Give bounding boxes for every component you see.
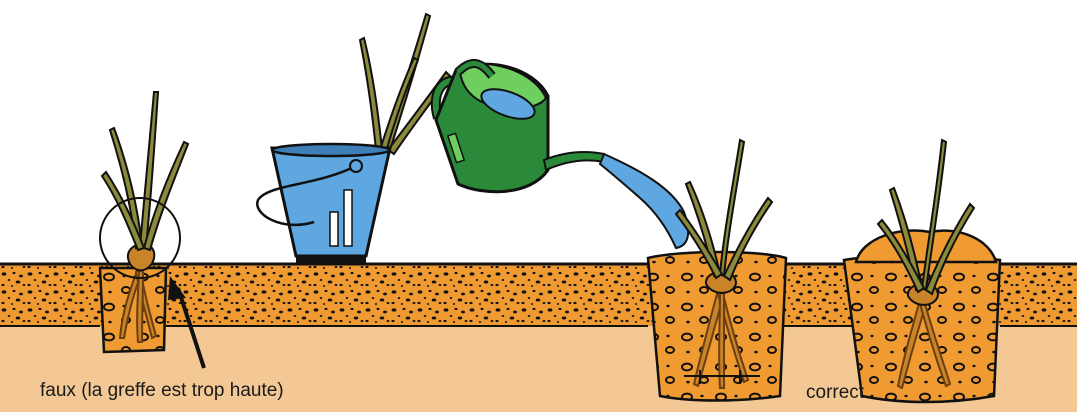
label-wrong: faux (la greffe est trop haute): [40, 380, 284, 402]
label-correct: correct: [806, 382, 864, 404]
rose-plant-correct: [648, 140, 786, 401]
rose-plant-earthed-up: [844, 140, 1000, 402]
bucket-with-plant: [257, 14, 450, 264]
watering-can-icon: [436, 63, 604, 191]
water-stream-icon: [600, 154, 688, 248]
